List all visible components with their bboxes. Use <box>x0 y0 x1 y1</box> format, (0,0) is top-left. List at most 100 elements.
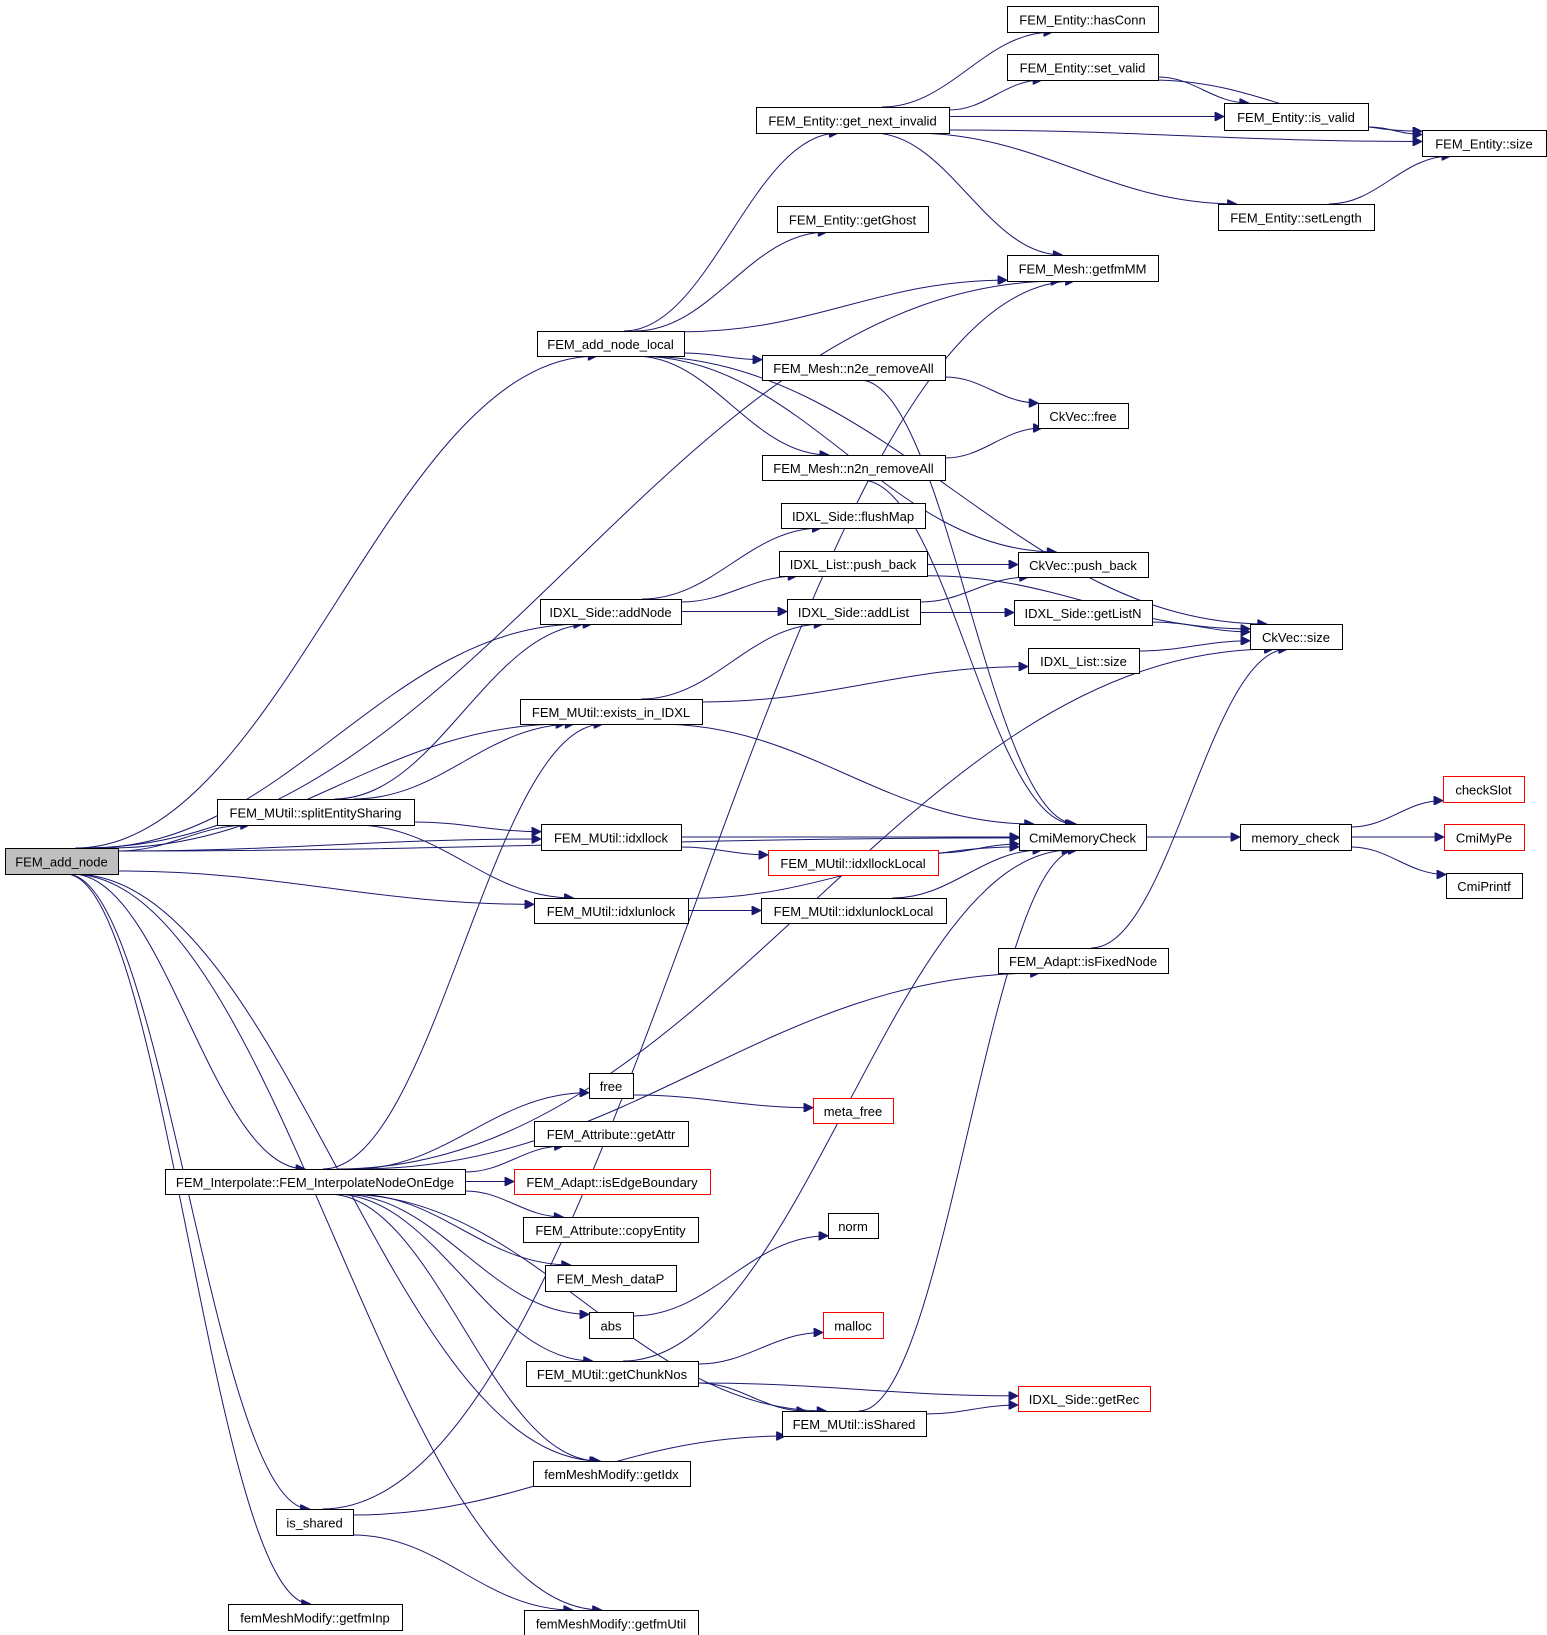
node-printf[interactable]: CmiPrintf <box>1446 873 1523 899</box>
node-getfmMM[interactable]: FEM_Mesh::getfmMM <box>1007 255 1159 282</box>
node-box[interactable] <box>228 1604 403 1631</box>
node-box[interactable] <box>1444 824 1525 851</box>
node-meta_free[interactable]: meta_free <box>813 1098 894 1124</box>
node-free[interactable]: free <box>589 1073 634 1099</box>
node-box[interactable] <box>1422 130 1547 157</box>
node-box[interactable] <box>165 1169 466 1195</box>
node-n2n[interactable]: FEM_Mesh::n2n_removeAll <box>762 455 946 481</box>
node-ckfree[interactable]: CkVec::free <box>1038 403 1129 429</box>
node-box[interactable] <box>779 551 928 577</box>
node-box[interactable] <box>1446 873 1523 899</box>
node-box[interactable] <box>1007 6 1159 33</box>
node-box[interactable] <box>537 331 685 357</box>
node-box[interactable] <box>217 799 415 826</box>
node-idxlunlockLocal[interactable]: FEM_MUtil::idxlunlockLocal <box>761 898 947 924</box>
node-malloc[interactable]: malloc <box>823 1312 884 1339</box>
node-exists[interactable]: FEM_MUtil::exists_in_IDXL <box>520 699 703 725</box>
node-box[interactable] <box>998 948 1169 974</box>
node-setLength[interactable]: FEM_Entity::setLength <box>1218 204 1375 231</box>
node-norm[interactable]: norm <box>828 1213 879 1239</box>
node-add_node[interactable]: FEM_add_node <box>5 848 119 875</box>
node-memory_check[interactable]: memory_check <box>1240 824 1352 851</box>
node-box[interactable] <box>589 1073 634 1099</box>
node-box[interactable] <box>1218 204 1375 231</box>
node-box[interactable] <box>533 1461 691 1487</box>
node-box[interactable] <box>1250 624 1343 650</box>
node-box[interactable] <box>762 355 946 381</box>
node-split[interactable]: FEM_MUtil::splitEntitySharing <box>217 799 415 826</box>
node-entity_size[interactable]: FEM_Entity::size <box>1422 130 1547 157</box>
node-flushMap[interactable]: IDXL_Side::flushMap <box>781 503 926 529</box>
node-idxllock[interactable]: FEM_MUtil::idxllock <box>541 824 682 851</box>
node-box[interactable] <box>828 1213 879 1239</box>
node-box[interactable] <box>1007 255 1159 282</box>
node-box[interactable] <box>813 1098 894 1124</box>
node-abs[interactable]: abs <box>589 1312 634 1339</box>
node-box[interactable] <box>520 699 703 725</box>
node-box[interactable] <box>524 1610 699 1635</box>
node-ck_size[interactable]: CkVec::size <box>1250 624 1343 650</box>
node-getRec[interactable]: IDXL_Side::getRec <box>1018 1386 1151 1412</box>
node-isEdgeBoundary[interactable]: FEM_Adapt::isEdgeBoundary <box>514 1169 711 1195</box>
node-box[interactable] <box>1018 552 1149 578</box>
node-box[interactable] <box>1028 648 1140 674</box>
node-ck_push_back[interactable]: CkVec::push_back <box>1018 552 1149 578</box>
node-box[interactable] <box>782 1411 927 1437</box>
node-addNode[interactable]: IDXL_Side::addNode <box>540 599 682 625</box>
node-getIdx[interactable]: femMeshModify::getIdx <box>533 1461 691 1487</box>
node-interp[interactable]: FEM_Interpolate::FEM_InterpolateNodeOnEd… <box>165 1169 466 1195</box>
node-box[interactable] <box>589 1312 634 1339</box>
node-box[interactable] <box>756 107 950 134</box>
node-is_shared[interactable]: is_shared <box>276 1509 354 1536</box>
node-addList[interactable]: IDXL_Side::addList <box>787 599 921 625</box>
node-box[interactable] <box>534 1121 689 1147</box>
node-box[interactable] <box>276 1509 354 1536</box>
node-box[interactable] <box>761 898 947 924</box>
node-getfmUtil[interactable]: femMeshModify::getfmUtil <box>524 1610 699 1635</box>
node-get_next_invalid[interactable]: FEM_Entity::get_next_invalid <box>756 107 950 134</box>
node-is_valid[interactable]: FEM_Entity::is_valid <box>1224 103 1369 131</box>
node-getListN[interactable]: IDXL_Side::getListN <box>1014 600 1153 626</box>
node-box[interactable] <box>1038 403 1129 429</box>
node-box[interactable] <box>534 898 689 924</box>
node-box[interactable] <box>1018 1386 1151 1412</box>
node-box[interactable] <box>1443 776 1525 803</box>
node-list_push_back[interactable]: IDXL_List::push_back <box>779 551 928 577</box>
node-getGhost[interactable]: FEM_Entity::getGhost <box>777 206 929 233</box>
node-add_node_local[interactable]: FEM_add_node_local <box>537 331 685 357</box>
node-box[interactable] <box>823 1312 884 1339</box>
node-list_size[interactable]: IDXL_List::size <box>1028 648 1140 674</box>
node-box[interactable] <box>540 599 682 625</box>
node-set_valid[interactable]: FEM_Entity::set_valid <box>1007 54 1159 81</box>
node-idxllockLocal[interactable]: FEM_MUtil::idxllockLocal <box>768 850 939 876</box>
node-n2e[interactable]: FEM_Mesh::n2e_removeAll <box>762 355 946 381</box>
node-box[interactable] <box>523 1217 699 1243</box>
node-dataP[interactable]: FEM_Mesh_dataP <box>545 1265 677 1292</box>
node-checkSlot[interactable]: checkSlot <box>1443 776 1525 803</box>
node-hasConn[interactable]: FEM_Entity::hasConn <box>1007 6 1159 33</box>
node-getChunkNos[interactable]: FEM_MUtil::getChunkNos <box>526 1361 699 1387</box>
node-memcheck[interactable]: CmiMemoryCheck <box>1019 824 1147 851</box>
node-mype[interactable]: CmiMyPe <box>1444 824 1525 851</box>
node-box[interactable] <box>526 1361 699 1387</box>
node-isFixedNode[interactable]: FEM_Adapt::isFixedNode <box>998 948 1169 974</box>
node-box[interactable] <box>1019 824 1147 851</box>
node-box[interactable] <box>762 455 946 481</box>
node-box[interactable] <box>787 599 921 625</box>
node-box[interactable] <box>514 1169 711 1195</box>
node-box[interactable] <box>781 503 926 529</box>
node-box[interactable] <box>777 206 929 233</box>
node-box[interactable] <box>545 1265 677 1292</box>
node-box[interactable] <box>1007 54 1159 81</box>
node-box[interactable] <box>768 850 939 876</box>
node-box[interactable] <box>1240 824 1352 851</box>
node-isShared[interactable]: FEM_MUtil::isShared <box>782 1411 927 1437</box>
node-box[interactable] <box>541 824 682 851</box>
node-box[interactable] <box>5 848 119 875</box>
node-getAttr[interactable]: FEM_Attribute::getAttr <box>534 1121 689 1147</box>
node-getfmInp[interactable]: femMeshModify::getfmInp <box>228 1604 403 1631</box>
node-idxlunlock[interactable]: FEM_MUtil::idxlunlock <box>534 898 689 924</box>
node-copyEntity[interactable]: FEM_Attribute::copyEntity <box>523 1217 699 1243</box>
node-box[interactable] <box>1014 600 1153 626</box>
node-box[interactable] <box>1224 103 1369 131</box>
